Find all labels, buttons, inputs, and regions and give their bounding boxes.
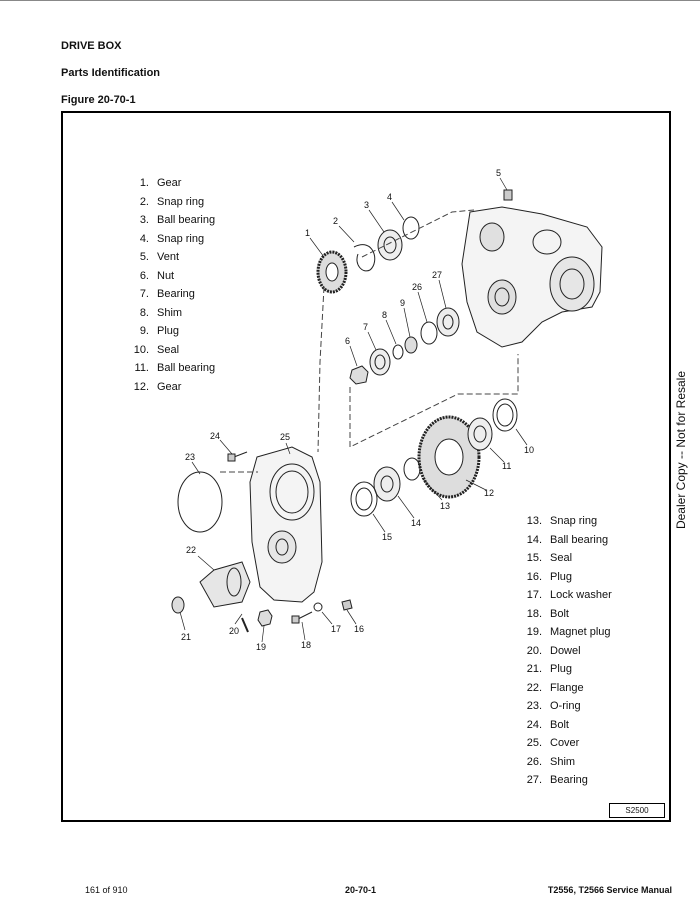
footer-section-page: 20-70-1: [345, 885, 377, 895]
legend-left-item-number: 1.: [139, 177, 149, 189]
figure-frame: 1 2 3 4 5 6 7 8 9 10 11 12 13 14 15 16 1…: [61, 111, 671, 822]
callout-20: 20: [229, 626, 239, 636]
callout-3: 3: [364, 200, 369, 210]
legend-left-item-number: 4.: [139, 232, 149, 245]
legend-left-item-number: 11.: [134, 362, 149, 374]
legend-right-item-number: 20.: [526, 644, 542, 657]
top-rule: [0, 0, 700, 1]
legend-right-item-number: 19.: [526, 626, 542, 638]
legend-left-item-label: Shim: [157, 306, 183, 319]
callout-16: 16: [354, 624, 364, 634]
callout-26: 26: [412, 282, 422, 292]
callout-17: 17: [331, 624, 341, 634]
footer-manual-title: T2556, T2566 Service Manual: [547, 885, 672, 895]
callout-7: 7: [363, 322, 368, 332]
legend-right-item-label: Flange: [550, 681, 584, 694]
legend-right-item-number: 23.: [526, 700, 542, 712]
callout-24: 24: [210, 431, 220, 441]
legend-right-item-number: 26.: [526, 755, 542, 768]
legend-right-item-number: 22.: [526, 681, 542, 694]
callout-9: 9: [400, 298, 405, 308]
callout-15: 15: [382, 532, 392, 542]
legend-right-item-number: 27.: [526, 774, 542, 786]
section-title: DRIVE BOX: [61, 40, 122, 52]
legend-left-item-number: 5.: [139, 251, 149, 263]
callout-19: 19: [256, 642, 266, 652]
callout-14: 14: [411, 518, 421, 528]
legend-left-item-number: 2.: [139, 195, 149, 208]
legend-right-item-label: Dowel: [550, 644, 581, 657]
legend-right-item-number: 16.: [526, 570, 542, 583]
legend-left-item-number: 9.: [139, 325, 149, 337]
figure-label: Figure 20-70-1: [61, 94, 136, 106]
legend-right-item-label: Seal: [550, 552, 573, 564]
legend-left-item-label: Ball bearing: [157, 362, 216, 374]
legend-right-item-label: Ball bearing: [550, 533, 609, 546]
section-subtitle: Parts Identification: [61, 67, 161, 79]
legend-left-item-number: 10.: [133, 343, 149, 356]
legend-right-item-label: Bolt: [550, 607, 569, 620]
legend-left-item-number: 12.: [133, 380, 149, 393]
callout-5: 5: [496, 168, 501, 178]
legend-left-item-number: 3.: [139, 214, 149, 226]
callout-10: 10: [524, 445, 534, 455]
callout-12: 12: [484, 488, 494, 498]
legend-right-item-number: 17.: [526, 589, 542, 601]
legend-right-item-number: 24.: [526, 718, 542, 731]
legend-left-item-label: Vent: [157, 251, 180, 263]
legend-right-item-label: Plug: [550, 570, 573, 583]
callout-2: 2: [333, 216, 338, 226]
legend-right-item-number: 14.: [526, 533, 542, 546]
callout-21: 21: [181, 632, 191, 642]
legend-right-item-number: 13.: [526, 515, 542, 527]
callout-4: 4: [387, 192, 392, 202]
legend-right-item-label: Shim: [550, 755, 576, 768]
legend-left-item-label: Ball bearing: [157, 214, 216, 226]
legend-left-item-label: Plug: [157, 325, 180, 337]
legend-right-item-number: 15.: [526, 552, 542, 564]
figure-code: S2500: [609, 803, 665, 818]
legend-right-item-label: Lock washer: [550, 589, 612, 601]
legend-left-item-label: Seal: [157, 343, 180, 356]
legend-left-item-label: Nut: [157, 269, 175, 282]
callout-18: 18: [301, 640, 311, 650]
callout-labels: 1 2 3 4 5 6 7 8 9 10 11 12 13 14 15 16 1…: [181, 168, 534, 652]
legend-right-item-label: Plug: [550, 663, 573, 675]
callout-8: 8: [382, 310, 387, 320]
legend-right-item-label: Bearing: [550, 774, 588, 786]
legend-left-item-label: Snap ring: [157, 232, 205, 245]
legend-left-item-label: Gear: [157, 380, 182, 393]
legend-right-item-label: O-ring: [550, 700, 581, 712]
callout-27: 27: [432, 270, 442, 280]
callout-23: 23: [185, 452, 195, 462]
callout-11: 11: [502, 461, 511, 471]
callout-1: 1: [305, 228, 310, 238]
legend-right-item-label: Bolt: [550, 718, 569, 731]
legend-right-item-number: 21.: [526, 663, 542, 675]
legend-left-item-label: Gear: [157, 177, 182, 189]
legend-left-item-number: 6.: [139, 269, 149, 282]
legend-left-item-number: 8.: [139, 306, 149, 319]
legend-left-item-label: Snap ring: [157, 195, 205, 208]
legend-right-item-number: 18.: [526, 607, 542, 620]
footer-page-count: 161 of 910: [85, 885, 128, 895]
callout-22: 22: [186, 545, 196, 555]
callout-6: 6: [345, 336, 350, 346]
legend-right-item-label: Magnet plug: [550, 626, 611, 638]
legend-left-item-label: Bearing: [157, 288, 195, 300]
legend-right-item-number: 25.: [526, 737, 542, 749]
legend-left-item-number: 7.: [139, 288, 149, 300]
legend-right-item-label: Snap ring: [550, 515, 598, 527]
legend-right-item-label: Cover: [550, 737, 580, 749]
side-watermark: Dealer Copy -- Not for Resale: [674, 370, 688, 530]
callout-13: 13: [440, 501, 450, 511]
callout-25: 25: [280, 432, 290, 442]
exploded-parts-diagram: 1 2 3 4 5 6 7 8 9 10 11 12 13 14 15 16 1…: [171, 168, 603, 652]
